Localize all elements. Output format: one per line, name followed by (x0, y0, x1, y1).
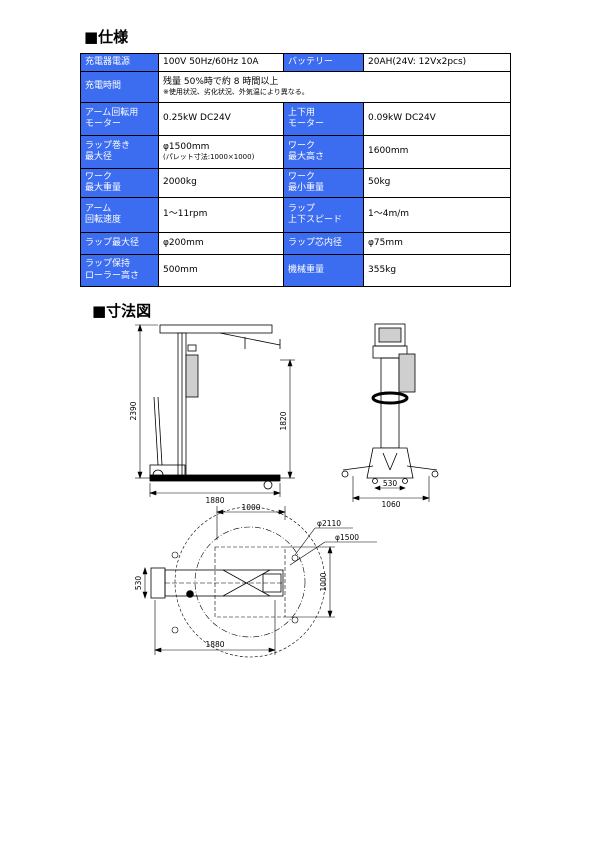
spec-value: 500mm (158, 254, 284, 287)
spec-value: 20AH(24V: 12Vx2pcs) (363, 53, 511, 72)
spec-heading: ■仕様 (84, 28, 129, 46)
dim-front-width: 1060 (381, 500, 400, 509)
spec-value-cell: 残量 50%時で約 8 時間以上 ※使用状況、劣化状況、外気温により異なる。 (158, 71, 511, 103)
front-view-drawing: 530 1060 (341, 323, 439, 509)
spec-note: ※使用状況、劣化状況、外気温により異なる。 (163, 88, 309, 97)
table-row: アーム 回転速度 1～11rpm ラップ 上下スピード 1～4m/m (80, 197, 511, 233)
spec-value: 1600mm (363, 135, 511, 169)
spec-value: 残量 50%時で約 8 時間以上 (163, 77, 279, 87)
table-row: ラップ保持 ローラー高さ 500mm 機械重量 355kg (80, 254, 511, 287)
spec-value: 2000kg (158, 168, 284, 198)
table-row: 充電器電源 100V 50Hz/60Hz 10A バッテリー 20AH(24V:… (80, 53, 511, 72)
dim-front-inner: 530 (383, 479, 398, 488)
spec-label: ラップ巻き 最大径 (80, 135, 159, 169)
dim-top-d-wrap: φ1500 (335, 533, 359, 542)
dim-side-height: 2390 (129, 401, 138, 420)
spec-value: 100V 50Hz/60Hz 10A (158, 53, 284, 72)
spec-label: バッテリー (283, 53, 364, 72)
spec-note: (パレット寸法:1000×1000) (163, 153, 255, 162)
spec-label: アーム回転用 モーター (80, 102, 159, 136)
dim-top-d-outer: φ2110 (317, 519, 341, 528)
spec-value: φ200mm (158, 232, 284, 255)
spec-label: ラップ芯内径 (283, 232, 364, 255)
dim-side-length: 1880 (205, 496, 224, 505)
spec-value: 1～4m/m (363, 197, 511, 233)
side-view-drawing: 2390 1820 1880 (129, 324, 295, 505)
spec-value: 0.25kW DC24V (158, 102, 284, 136)
spec-label: 充電時間 (80, 71, 159, 103)
table-row: ワーク 最大重量 2000kg ワーク 最小重量 50kg (80, 168, 511, 198)
dim-side-arm-height: 1820 (279, 411, 288, 430)
table-row: 充電時間 残量 50%時で約 8 時間以上 ※使用状況、劣化状況、外気温により異… (80, 71, 511, 103)
spec-label: アーム 回転速度 (80, 197, 159, 233)
table-row: アーム回転用 モーター 0.25kW DC24V 上下用 モーター 0.09kW… (80, 102, 511, 136)
top-view-drawing: 1000 φ2110 φ1500 1000 530 1880 (134, 503, 377, 658)
dim-top-arm: 1000 (241, 503, 260, 512)
dimensions-heading: ■寸法図 (92, 302, 152, 320)
spec-value: 1～11rpm (158, 197, 284, 233)
spec-label: 充電器電源 (80, 53, 159, 72)
spec-label: 上下用 モーター (283, 102, 364, 136)
spec-label: ワーク 最大高さ (283, 135, 364, 169)
spec-value: 355kg (363, 254, 511, 287)
spec-value: φ75mm (363, 232, 511, 255)
spec-value-cell: φ1500mm (パレット寸法:1000×1000) (158, 135, 284, 169)
spec-table: 充電器電源 100V 50Hz/60Hz 10A バッテリー 20AH(24V:… (80, 53, 511, 287)
spec-label: ラップ最大径 (80, 232, 159, 255)
table-row: ラップ最大径 φ200mm ラップ芯内径 φ75mm (80, 232, 511, 255)
dim-top-pallet: 1000 (319, 572, 328, 591)
spec-label: ワーク 最大重量 (80, 168, 159, 198)
spec-value: 0.09kW DC24V (363, 102, 511, 136)
spec-label: ラップ 上下スピード (283, 197, 364, 233)
spec-label: ラップ保持 ローラー高さ (80, 254, 159, 287)
spec-value: φ1500mm (163, 142, 210, 152)
spec-value: 50kg (363, 168, 511, 198)
table-row: ラップ巻き 最大径 φ1500mm (パレット寸法:1000×1000) ワーク… (80, 135, 511, 169)
spec-label: ワーク 最小重量 (283, 168, 364, 198)
spec-label: 機械重量 (283, 254, 364, 287)
dim-top-width: 530 (134, 576, 143, 591)
dim-top-length: 1880 (205, 640, 224, 649)
